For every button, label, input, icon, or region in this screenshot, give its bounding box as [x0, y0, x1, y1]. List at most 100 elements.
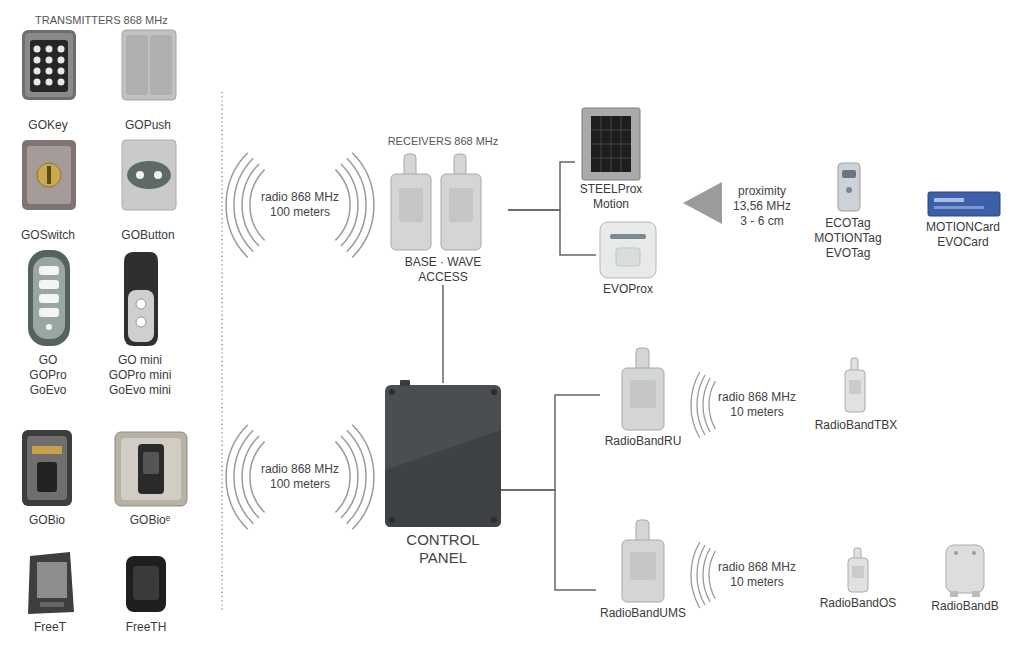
card-icon-part — [934, 198, 964, 202]
radioband-tbx-icon — [845, 358, 865, 412]
gokey-icon-part — [46, 79, 53, 86]
freet-icon-part — [28, 552, 74, 614]
go-remote-icon — [28, 250, 70, 346]
device-caption: MOTIONCard EVOCard — [922, 220, 1004, 250]
gopush-icon-part — [150, 35, 172, 95]
gobutton-icon-part — [154, 171, 162, 179]
card-icon-part — [928, 192, 1000, 216]
section-heading: RECEIVERS 868 MHz — [378, 134, 508, 149]
radio-waves-part-part — [352, 425, 374, 530]
go-mini-remote-icon-part — [128, 290, 154, 342]
gobio-icon-part — [37, 462, 57, 492]
freet-icon-part — [40, 602, 64, 607]
radioband-os-icon — [848, 548, 868, 592]
device-caption: RadioBandB — [925, 599, 1005, 614]
receiver-base-icon-part — [391, 174, 431, 250]
device-caption: RadioBandTBX — [810, 418, 902, 433]
gokey-icon-part — [58, 57, 65, 64]
gobutton-icon-part — [122, 140, 176, 210]
freeth-icon-part — [133, 566, 159, 600]
gopush-icon-part — [126, 35, 148, 95]
gokey-icon-part — [25, 33, 73, 97]
device-caption: RadioBandOS — [815, 596, 901, 611]
gobio-e-icon-part — [115, 432, 187, 506]
divider-dotted-line — [221, 92, 222, 612]
connector-line — [501, 490, 596, 590]
device-caption: GOPush — [118, 118, 178, 133]
steelprox-icon-part — [591, 144, 631, 145]
proximity-arrow — [683, 182, 722, 224]
device-caption: STEELProx Motion — [575, 182, 647, 212]
radio-waves-part-part — [691, 542, 700, 608]
radio-waves-part — [226, 425, 374, 530]
radio-waves-part-part — [234, 430, 253, 523]
radio-waves-part-part — [234, 158, 253, 251]
gobio-icon-part — [27, 436, 67, 500]
radioband-os-icon-part — [848, 558, 868, 592]
go-remote-icon-part — [39, 266, 59, 275]
radioband-ru-icon — [622, 348, 664, 430]
radio-waves-part — [226, 153, 374, 258]
control-panel-icon-part — [491, 389, 497, 395]
radioband-ums-icon-part — [630, 552, 656, 580]
tag-icon-part — [846, 187, 852, 193]
device-node: RadioBandUMS — [596, 518, 690, 621]
steelprox-icon-part — [591, 158, 631, 159]
steelprox-icon-part — [591, 116, 631, 172]
radio-waves-part-part — [242, 436, 259, 518]
radio-waves-part-part — [341, 436, 358, 518]
gokey-icon-part — [46, 46, 53, 53]
control-panel-icon-part — [385, 430, 501, 527]
device-node: GO mini GOPro mini GoEvo mini — [104, 250, 176, 398]
goswitch-icon-part — [37, 163, 61, 187]
go-remote-icon-part — [39, 280, 59, 289]
radio-waves-part-part — [242, 164, 259, 246]
radio-waves-part — [691, 372, 715, 438]
receiver-wave-icon — [441, 154, 481, 250]
radioband-tbx-icon-part — [849, 380, 861, 394]
radioband-b-icon — [946, 545, 984, 597]
device-node: GOSwitch — [16, 140, 80, 243]
signal-range-label: proximity 13,56 MHz 3 - 6 cm — [730, 184, 794, 229]
radioband-b-icon-part — [972, 591, 980, 597]
radioband-ums-icon-part — [622, 540, 664, 602]
gokey-icon-part — [30, 40, 68, 92]
receiver-base-icon — [391, 154, 431, 250]
radio-waves-part-part — [697, 375, 705, 435]
device-node: FreeT — [20, 548, 80, 635]
device-node: GOButton — [116, 140, 180, 243]
card-icon-part — [934, 206, 984, 209]
radio-waves-part-part — [226, 425, 248, 530]
device-caption: RadioBandRU — [600, 434, 686, 449]
card-icon — [928, 192, 1000, 216]
device-node: RadioBandB — [925, 543, 1005, 614]
device-caption: EVOProx — [596, 282, 660, 297]
device-caption: ECOTag MOTIONTag EVOTag — [810, 216, 886, 261]
device-caption: GO GOPro GoEvo — [24, 353, 72, 398]
radioband-tbx-icon-part — [845, 370, 865, 412]
radioband-ru-icon-part — [622, 368, 664, 430]
steelprox-icon-part — [591, 130, 631, 131]
device-caption: GOBioᵉ — [113, 513, 187, 528]
receiver-wave-icon-part — [441, 174, 481, 250]
gokey-icon-part — [22, 30, 76, 100]
goswitch-icon-part — [27, 146, 71, 204]
signal-range-label: radio 868 MHz 100 meters — [258, 462, 342, 492]
receiver-wave-icon-part — [449, 188, 473, 222]
device-node: EVOProx — [596, 220, 660, 297]
gobio-icon — [22, 430, 72, 506]
goswitch-icon-part — [47, 166, 51, 184]
device-caption: BASE · WAVE ACCESS — [401, 255, 485, 285]
goswitch-icon — [22, 140, 76, 210]
go-remote-icon-part — [28, 250, 70, 346]
device-node: GOBioᵉ — [113, 428, 187, 528]
control-panel-icon-part — [385, 385, 501, 527]
control-panel-icon — [385, 380, 501, 527]
go-remote-icon-part — [39, 294, 59, 303]
steelprox-icon — [582, 108, 640, 180]
gobio-e-icon-part — [143, 452, 159, 474]
device-caption: GOBio — [16, 513, 78, 528]
